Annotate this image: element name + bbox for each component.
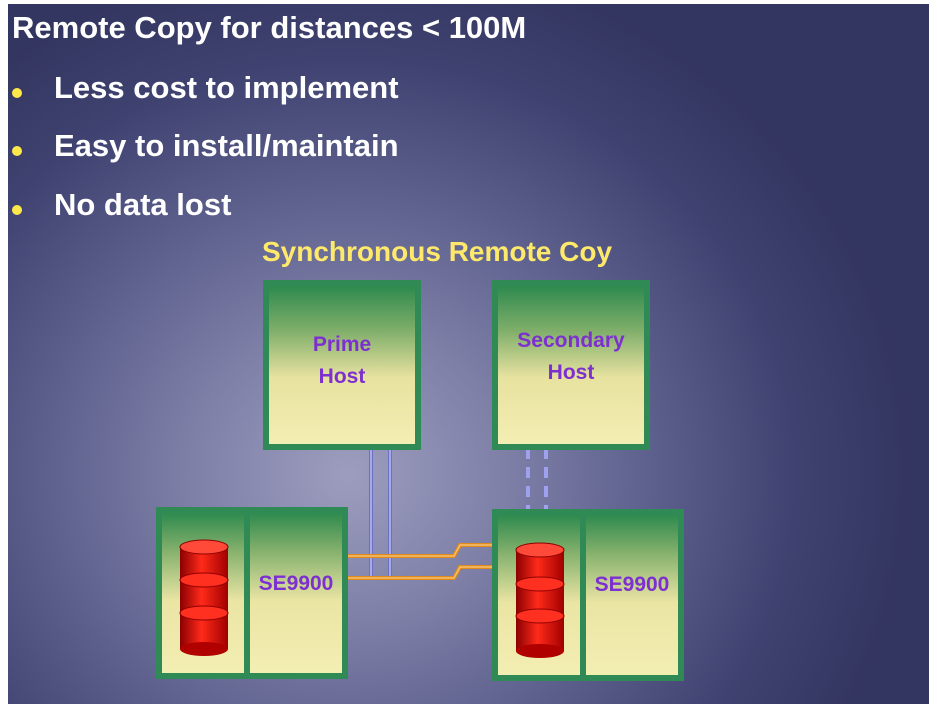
bullet-dot-icon (12, 205, 22, 215)
primary-storage-label: SE9900 (258, 572, 334, 595)
disk-stack-icon (179, 539, 229, 656)
bullet-dot-icon (12, 146, 22, 156)
primary-storage-unit: SE9900 (156, 507, 348, 679)
prime-host-label-line1: Prime (312, 333, 372, 356)
secondary-host-label-line2: Host (547, 361, 595, 384)
secondary-host-box: Secondary Host (492, 280, 650, 450)
secondary-storage-label: SE9900 (594, 573, 670, 596)
bullet-text: Less cost to implement (54, 70, 399, 105)
prime-host-label-line2: Host (318, 365, 366, 388)
bullet-text: Easy to install/maintain (54, 128, 399, 163)
slide: Remote Copy for distances < 100M Less co… (8, 4, 929, 704)
bullet-dot-icon (12, 88, 22, 98)
primary-disk-panel (162, 513, 244, 673)
slide-title: Remote Copy for distances < 100M (12, 10, 527, 45)
bullet-text: No data lost (54, 187, 232, 222)
disk-stack-icon (515, 542, 565, 658)
secondary-label-panel: SE9900 (586, 515, 678, 675)
primary-label-panel: SE9900 (250, 513, 342, 673)
prime-host-box: Prime Host (263, 280, 421, 450)
secondary-disk-panel (498, 515, 580, 675)
connection-lines (348, 448, 548, 580)
secondary-storage-unit: SE9900 (492, 509, 684, 681)
secondary-host-label-line1: Secondary (517, 329, 625, 352)
diagram-title: Synchronous Remote Coy (262, 236, 613, 267)
